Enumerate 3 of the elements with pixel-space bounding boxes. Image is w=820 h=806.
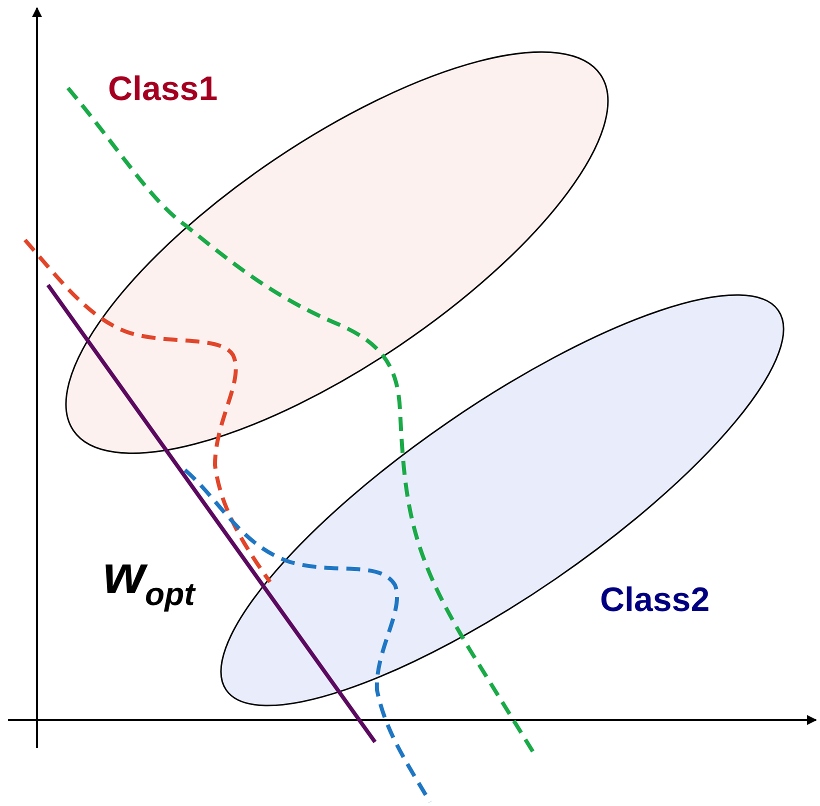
class-label: Class1 <box>108 72 218 106</box>
class-label: Class2 <box>600 582 710 617</box>
vector-label: w$_{opt}$ <box>103 548 195 610</box>
